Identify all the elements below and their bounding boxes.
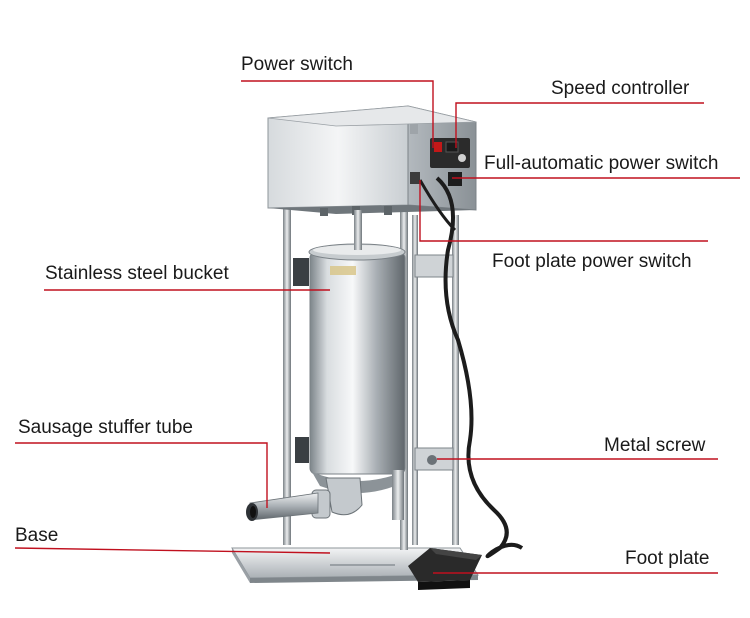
label-foot-plate: Foot plate (625, 548, 710, 569)
stuffer-tube (246, 470, 404, 521)
piston-rod (354, 210, 362, 250)
leader-foot-plate-power-switch (419, 180, 708, 242)
leader-power-switch (241, 80, 434, 148)
foot-switch-cable (418, 179, 457, 232)
bucket-clamps (293, 254, 454, 471)
label-metal-screw: Metal screw (604, 435, 706, 456)
leader-base (14, 547, 331, 554)
bucket (308, 243, 406, 493)
label-speed-controller: Speed controller (551, 78, 690, 99)
label-foot-plate-power-switch: Foot plate power switch (492, 251, 692, 272)
label-stainless-steel-bucket: Stainless steel bucket (45, 263, 229, 284)
leader-sausage-stuffer-tube (15, 442, 268, 508)
power-cable (435, 176, 524, 559)
motor-housing (267, 105, 477, 216)
label-base: Base (15, 525, 59, 546)
machine-illustration (231, 105, 524, 590)
leader-speed-controller (455, 102, 704, 148)
leader-lines (14, 80, 740, 574)
label-full-automatic-power-switch: Full-automatic power switch (484, 153, 719, 174)
label-sausage-stuffer-tube: Sausage stuffer tube (18, 417, 193, 438)
label-power-switch: Power switch (241, 54, 353, 75)
